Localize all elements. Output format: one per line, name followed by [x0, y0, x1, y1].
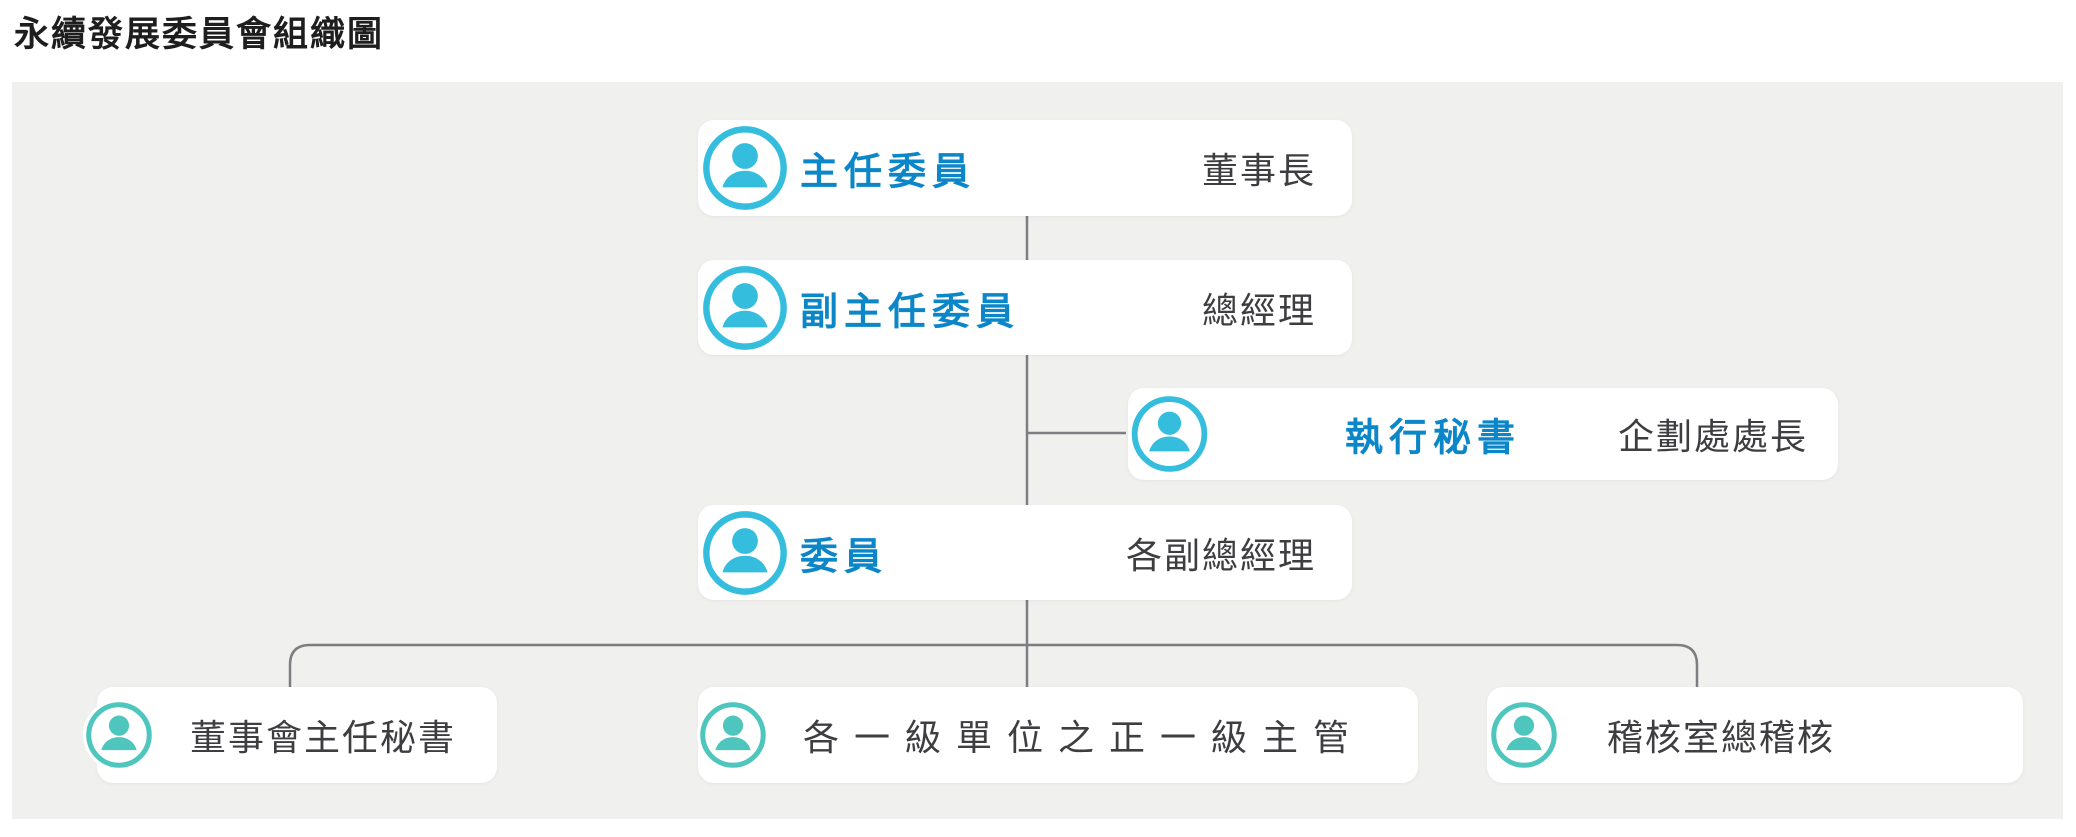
- person-icon: [1128, 392, 1211, 476]
- person-icon: [699, 506, 791, 599]
- org-node-first-level-unit-heads: 各一級單位之正一級主管: [697, 687, 1418, 783]
- node-label: 稽核室總稽核: [1607, 717, 1836, 758]
- org-node-board-chief-secretary: 董事會主任秘書: [83, 687, 497, 783]
- node-label: 各一級單位之正一級主管: [803, 717, 1365, 758]
- person-icon: [1488, 699, 1560, 771]
- node-label: 董事會主任秘書: [190, 717, 457, 758]
- org-node-executive-secretary: 執行秘書 企劃處處長: [1128, 388, 1838, 480]
- holder-label: 董事長: [1201, 150, 1316, 191]
- role-label: 主任委員: [800, 151, 977, 194]
- person-icon: [697, 699, 769, 771]
- org-node-chief-commissioner: 主任委員 董事長: [698, 120, 1352, 216]
- person-icon: [699, 261, 791, 354]
- holder-label: 總經理: [1201, 289, 1316, 331]
- role-label: 執行秘書: [1345, 417, 1522, 460]
- org-node-commissioners: 委員 各副總經理: [698, 505, 1352, 600]
- role-label: 副主任委員: [800, 291, 1021, 333]
- holder-label: 各副總經理: [1125, 534, 1316, 576]
- page-title: 永續發展委員會組織圖: [14, 15, 385, 54]
- org-node-deputy-chief-commissioner: 副主任委員 總經理: [698, 260, 1352, 355]
- person-icon: [83, 699, 155, 771]
- person-icon: [699, 122, 791, 214]
- role-label: 委員: [800, 536, 889, 578]
- org-node-chief-auditor: 稽核室總稽核: [1487, 687, 2023, 783]
- holder-label: 企劃處處長: [1617, 416, 1808, 457]
